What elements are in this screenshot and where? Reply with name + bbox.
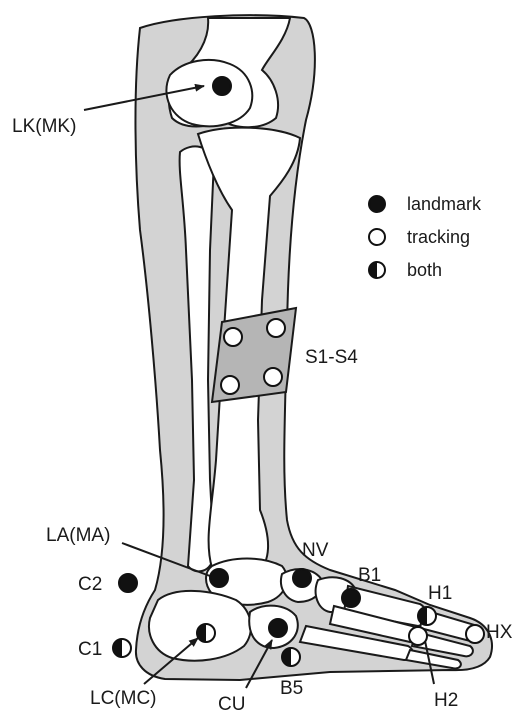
marker-s1: [224, 328, 242, 346]
marker-s2: [267, 319, 285, 337]
marker-b1: [342, 589, 360, 607]
label-c2: C2: [78, 574, 102, 595]
label-cu: CU: [218, 694, 245, 715]
marker-s3: [221, 376, 239, 394]
marker-lc: [197, 624, 215, 642]
marker-la: [210, 569, 228, 587]
label-b5: B5: [280, 678, 303, 699]
marker-c2: [119, 574, 137, 592]
label-hx: HX: [486, 622, 513, 643]
patella-bone: [166, 60, 252, 126]
label-lk: LK(MK): [12, 116, 76, 137]
legend-tracking-swatch: [369, 229, 385, 245]
legend-both-swatch: [369, 262, 385, 278]
legend-tracking-label: tracking: [407, 227, 470, 247]
marker-h1: [418, 607, 436, 625]
marker-hx: [466, 625, 484, 643]
marker-s4: [264, 368, 282, 386]
marker-c1: [113, 639, 131, 657]
marker-lk: [213, 77, 231, 95]
label-s1-s4: S1-S4: [305, 347, 358, 368]
legend-landmark-label: landmark: [407, 194, 482, 214]
marker-cu: [269, 619, 287, 637]
label-h2: H2: [434, 690, 458, 711]
marker-h2: [409, 627, 427, 645]
label-c1: C1: [78, 639, 102, 660]
legend-landmark-swatch: [369, 196, 385, 212]
legend: landmark tracking both: [369, 194, 482, 280]
label-h1: H1: [428, 583, 452, 604]
marker-nv: [293, 569, 311, 587]
marker-b5: [282, 648, 300, 666]
label-b1: B1: [358, 565, 381, 586]
label-la: LA(MA): [46, 525, 110, 546]
label-lc: LC(MC): [90, 688, 157, 709]
label-nv: NV: [302, 540, 329, 561]
legend-both-label: both: [407, 260, 442, 280]
